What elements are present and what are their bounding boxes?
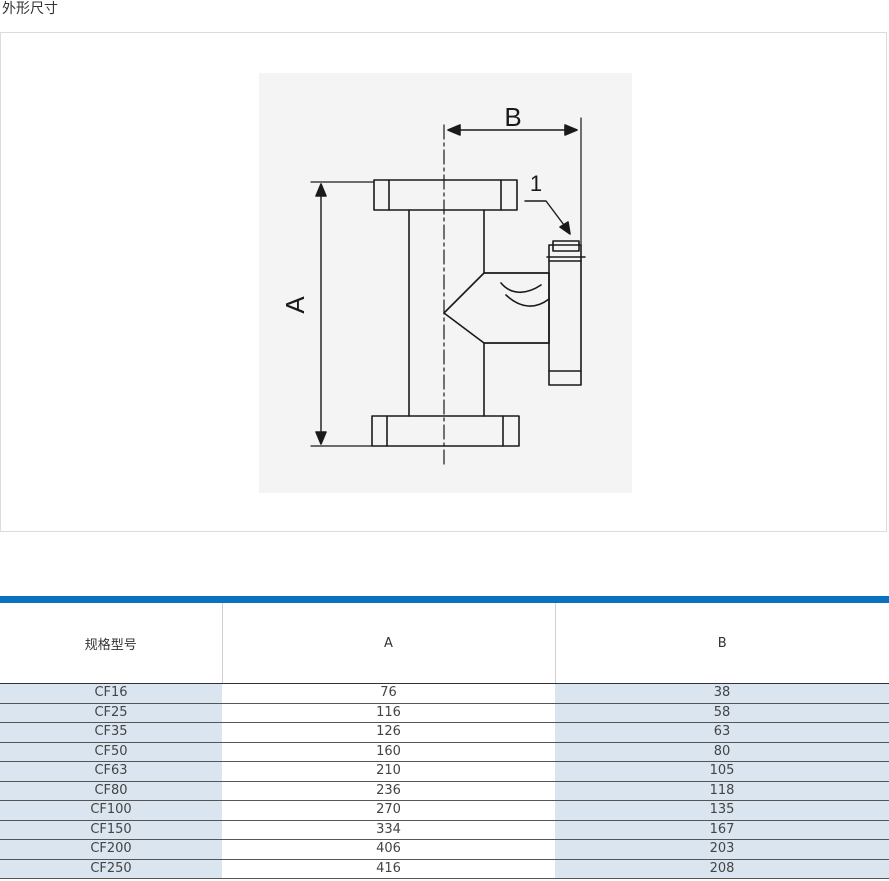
cell-b: 208 <box>555 859 889 879</box>
label-b: B <box>504 102 521 132</box>
cell-a: 236 <box>222 781 555 801</box>
cell-model: CF250 <box>0 859 222 879</box>
valve-dimension-drawing: A B 1 <box>280 102 586 466</box>
cell-a: 116 <box>222 703 555 723</box>
cell-model: CF16 <box>0 683 222 704</box>
cell-b: 167 <box>555 820 889 840</box>
cell-b: 203 <box>555 839 889 860</box>
label-part-1: 1 <box>530 171 542 196</box>
cell-a: 334 <box>222 820 555 840</box>
cell-a: 76 <box>222 683 555 704</box>
cell-a: 210 <box>222 761 555 782</box>
part-1-leader <box>524 200 568 230</box>
cell-model: CF50 <box>0 742 222 762</box>
cell-b: 58 <box>555 703 889 723</box>
table-row: CF80 236 118 <box>0 781 889 801</box>
table-accent-bar <box>0 596 889 603</box>
table-row: CF200 406 203 <box>0 839 889 860</box>
table-row: CF100 270 135 <box>0 800 889 821</box>
cell-b: 105 <box>555 761 889 782</box>
cell-b: 63 <box>555 722 889 743</box>
cell-model: CF35 <box>0 722 222 743</box>
header-b: B <box>554 603 889 684</box>
dimension-drawing-panel: A B 1 <box>0 32 887 532</box>
top-flange <box>373 179 518 211</box>
label-a: A <box>280 296 310 314</box>
table-row: CF35 126 63 <box>0 722 889 743</box>
side-outlet-cone <box>443 272 550 344</box>
cell-a: 126 <box>222 722 555 743</box>
dimension-table-wrap: 规格型号 A B CF16 76 38 CF25 116 58 CF35 126… <box>0 596 889 879</box>
fitting-part-1 <box>552 240 580 252</box>
cell-a: 270 <box>222 800 555 821</box>
table-row: CF16 76 38 <box>0 683 889 704</box>
bottom-flange <box>371 415 520 447</box>
cell-a: 406 <box>222 839 555 860</box>
cell-a: 416 <box>222 859 555 879</box>
table-row: CF50 160 80 <box>0 742 889 762</box>
table-row: CF25 116 58 <box>0 703 889 723</box>
side-flange <box>548 244 582 386</box>
cell-model: CF25 <box>0 703 222 723</box>
cell-model: CF200 <box>0 839 222 860</box>
table-row: CF150 334 167 <box>0 820 889 840</box>
cell-b: 135 <box>555 800 889 821</box>
cell-b: 80 <box>555 742 889 762</box>
table-header-row: 规格型号 A B <box>0 603 889 684</box>
header-model: 规格型号 <box>0 603 222 684</box>
cell-b: 118 <box>555 781 889 801</box>
dimension-table: 规格型号 A B CF16 76 38 CF25 116 58 CF35 126… <box>0 603 889 879</box>
table-row: CF250 416 208 <box>0 859 889 879</box>
section-title: 外形尺寸 <box>2 1 58 17</box>
table-row: CF63 210 105 <box>0 761 889 782</box>
cell-model: CF150 <box>0 820 222 840</box>
cell-model: CF100 <box>0 800 222 821</box>
cell-a: 160 <box>222 742 555 762</box>
cell-model: CF63 <box>0 761 222 782</box>
header-a: A <box>221 603 555 684</box>
cell-b: 38 <box>555 683 889 704</box>
cell-model: CF80 <box>0 781 222 801</box>
